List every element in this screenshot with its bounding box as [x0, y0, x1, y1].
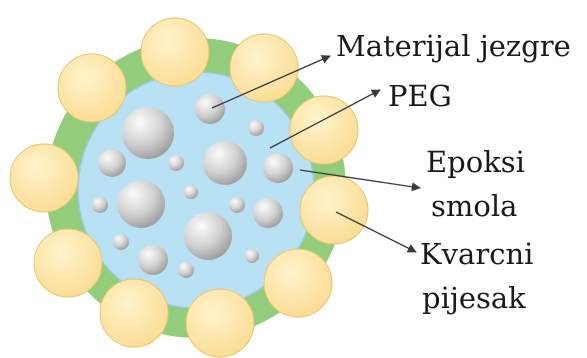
sand-grain	[141, 18, 209, 86]
core-particle	[184, 185, 198, 199]
core-particle	[178, 262, 194, 278]
sand-grain	[34, 229, 102, 297]
core-particle	[122, 107, 174, 159]
core-particle	[263, 153, 293, 183]
core-particle	[253, 198, 283, 228]
core-particle	[184, 212, 232, 260]
sand-grain	[300, 176, 368, 244]
label-epoxy-line1: Epoksi	[426, 145, 525, 179]
label-epoxy-line2: smola	[431, 189, 517, 223]
core-particle	[203, 141, 247, 185]
core-particle	[168, 155, 184, 171]
core-particle	[138, 245, 168, 275]
sand-grain	[186, 289, 254, 357]
core-particle	[92, 197, 108, 213]
core-particle	[245, 249, 259, 263]
core-particle	[117, 180, 165, 228]
sand-grain	[58, 54, 126, 122]
label-sand-line2: pijesak	[422, 281, 526, 315]
label-sand-line1: Kvarcni	[420, 237, 533, 271]
core-particle	[113, 234, 129, 250]
sand-grain	[290, 96, 358, 164]
sand-grain	[100, 279, 168, 347]
label-peg: PEG	[388, 79, 452, 113]
sand-grain	[10, 144, 78, 212]
core-particle	[195, 94, 225, 124]
sand-grain	[264, 249, 332, 317]
core-particle	[98, 149, 126, 177]
label-core-material: Materijal jezgre	[336, 29, 571, 63]
core-particle	[248, 120, 264, 136]
sand-grain	[230, 34, 298, 102]
core-particle	[229, 197, 245, 213]
